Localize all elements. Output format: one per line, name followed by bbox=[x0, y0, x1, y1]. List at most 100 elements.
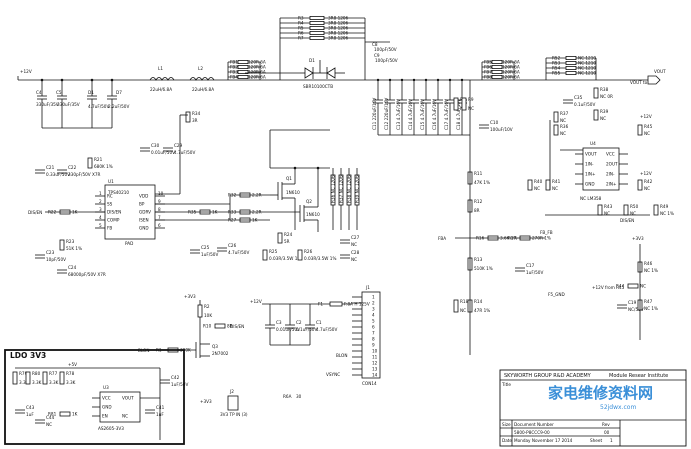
svg-text:R55: R55 bbox=[552, 71, 561, 76]
svg-text:L1: L1 bbox=[158, 66, 163, 71]
svg-text:C13 4.7uF/16V: C13 4.7uF/16V bbox=[396, 99, 401, 130]
svg-text:7: 7 bbox=[158, 215, 161, 220]
svg-text:0.33uF/50V: 0.33uF/50V bbox=[46, 172, 70, 177]
svg-text:F1: F1 bbox=[318, 302, 323, 307]
svg-text:120R 6A: 120R 6A bbox=[248, 75, 266, 80]
svg-text:R6: R6 bbox=[298, 31, 304, 36]
svg-text:NC: NC bbox=[644, 131, 650, 136]
svg-text:C16 4.7uF/16V: C16 4.7uF/16V bbox=[432, 99, 437, 130]
u1-ref: U1 bbox=[108, 179, 114, 184]
svg-text:3R8 1206: 3R8 1206 bbox=[328, 16, 349, 21]
svg-text:J2: J2 bbox=[229, 389, 234, 394]
fba-label: FBA bbox=[438, 236, 446, 241]
u1-pin-left: RC bbox=[107, 194, 113, 199]
svg-text:R47: R47 bbox=[644, 299, 653, 304]
svg-text:R37 NC 1206: R37 NC 1206 bbox=[339, 175, 344, 203]
u4-pin-right: VCC bbox=[606, 152, 615, 157]
svg-text:FB5: FB5 bbox=[484, 60, 492, 65]
input-section: +12V C4 330uF/35V C5 330uF/35V D1 4.7uF/… bbox=[17, 60, 300, 129]
svg-text:4.7uF/50V: 4.7uF/50V bbox=[174, 150, 195, 155]
svg-text:R80: R80 bbox=[32, 371, 41, 376]
svg-text:C17: C17 bbox=[526, 263, 535, 268]
svg-text:5: 5 bbox=[99, 223, 102, 228]
svg-text:120R 6A: 120R 6A bbox=[502, 75, 520, 80]
svg-text:C25: C25 bbox=[201, 245, 210, 250]
svg-text:R34: R34 bbox=[192, 111, 201, 116]
inductor-l2: L2 22uH/6.8A bbox=[189, 66, 215, 92]
vout-to-5v: VOUT to +5V bbox=[630, 80, 658, 85]
u4-pin-left: 1IN+ bbox=[585, 172, 596, 177]
svg-text:1uF/50V: 1uF/50V bbox=[171, 382, 188, 387]
u3-pin-left: VCC bbox=[102, 396, 111, 401]
j1-name: CON14 bbox=[362, 381, 377, 386]
svg-text:3.3K: 3.3K bbox=[66, 380, 76, 385]
svg-text:C17 4.7uF/16V: C17 4.7uF/16V bbox=[444, 99, 449, 130]
rail-3v3-ctl: +3V3 bbox=[632, 236, 644, 241]
svg-text:4: 4 bbox=[99, 215, 102, 220]
tb-sheet: 1 bbox=[610, 438, 613, 443]
svg-text:R2: R2 bbox=[204, 304, 210, 309]
svg-text:C22: C22 bbox=[68, 165, 77, 170]
svg-text:1uF: 1uF bbox=[26, 412, 34, 417]
svg-text:R14: R14 bbox=[474, 299, 483, 304]
svg-text:NC 1210: NC 1210 bbox=[578, 71, 596, 76]
svg-text:47R 1%: 47R 1% bbox=[474, 308, 490, 313]
vout-label: VOUT bbox=[654, 69, 666, 74]
svg-text:R23: R23 bbox=[66, 239, 75, 244]
svg-text:C4: C4 bbox=[36, 90, 42, 95]
u1-pad: PAD bbox=[125, 241, 133, 246]
svg-text:1: 1 bbox=[99, 191, 102, 196]
svg-text:C11 220uF/16V: C11 220uF/16V bbox=[372, 98, 377, 130]
feedback-resistor: R14 47R 1% bbox=[467, 299, 490, 313]
svg-text:0.1uF/50V: 0.1uF/50V bbox=[296, 327, 317, 332]
svg-text:C14 4.7uF/16V: C14 4.7uF/16V bbox=[408, 99, 413, 130]
svg-text:R79: R79 bbox=[19, 371, 28, 376]
svg-text:R78: R78 bbox=[66, 371, 75, 376]
svg-text:0.03R/3.5W 1%: 0.03R/3.5W 1% bbox=[304, 256, 336, 261]
rail-label-12v: +12V bbox=[20, 69, 32, 74]
u1-pin-right: ISEN bbox=[139, 218, 149, 223]
svg-text:47K 1%: 47K 1% bbox=[474, 180, 490, 185]
svg-text:R11: R11 bbox=[474, 171, 483, 176]
svg-text:R10: R10 bbox=[203, 324, 212, 329]
svg-text:1N610: 1N610 bbox=[286, 190, 300, 195]
svg-text:D1: D1 bbox=[309, 58, 315, 63]
svg-text:R43: R43 bbox=[604, 204, 613, 209]
u3-pin-right: NC bbox=[122, 414, 128, 419]
svg-text:C5: C5 bbox=[56, 90, 62, 95]
j1-pin: 3 bbox=[372, 307, 375, 312]
opamp-u4: U4 NC LM358 VOUT1IN-1IN+GNDVCC2OUT2IN-2I… bbox=[575, 141, 628, 201]
ldo-rail: +5V bbox=[68, 362, 77, 367]
svg-text:FB1: FB1 bbox=[230, 60, 238, 65]
svg-text:NC: NC bbox=[644, 186, 650, 191]
j1-pin: 5 bbox=[372, 319, 375, 324]
svg-text:3.3K: 3.3K bbox=[32, 380, 42, 385]
svg-text:R6A: R6A bbox=[283, 394, 292, 399]
tb-size-label: Size bbox=[502, 422, 511, 427]
diode-d1: D1 SBR10100CTB bbox=[300, 58, 345, 89]
j1-pin: 14 bbox=[372, 373, 378, 378]
svg-text:120R 6A: 120R 6A bbox=[502, 60, 520, 65]
svg-text:R37: R37 bbox=[560, 111, 569, 116]
svg-text:C2: C2 bbox=[296, 320, 302, 325]
svg-text:NC: NC bbox=[604, 211, 610, 216]
svg-text:C8: C8 bbox=[372, 42, 378, 47]
output-cap: C16 4.7uF/16V bbox=[432, 99, 443, 130]
svg-text:C1: C1 bbox=[316, 320, 322, 325]
svg-text:R77: R77 bbox=[49, 371, 58, 376]
j1-pin: 8 bbox=[372, 337, 375, 342]
